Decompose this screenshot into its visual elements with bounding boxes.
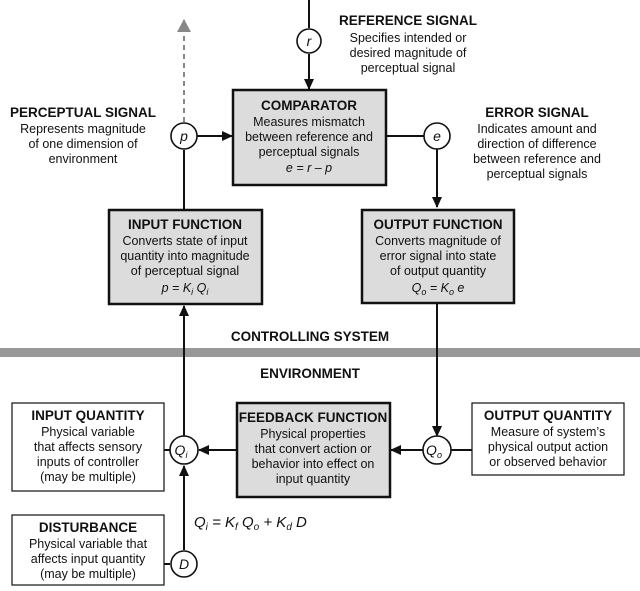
disturbance-line: affects input quantity <box>31 552 146 566</box>
node-qo-sub: o <box>437 450 442 460</box>
input-function-line: Converts state of input <box>122 234 248 248</box>
node-p: p <box>170 122 198 150</box>
error-signal-line: direction of difference <box>477 137 596 151</box>
input-function-box: INPUT FUNCTION Converts state of input q… <box>107 208 264 306</box>
disturbance-title: DISTURBANCE <box>39 520 137 535</box>
node-qo: Qo <box>422 435 452 465</box>
node-e-label: e <box>433 128 441 144</box>
input-function-formula: p = Ki Qi <box>161 281 210 297</box>
input-quantity-line: that affects sensory <box>34 440 143 454</box>
output-quantity-line: Measure of system’s <box>491 425 605 439</box>
input-quantity-callout: INPUT QUANTITY Physical variable that af… <box>11 402 165 492</box>
output-quantity-callout: OUTPUT QUANTITY Measure of system’s phys… <box>471 402 625 476</box>
controlling-system-label: CONTROLLING SYSTEM <box>231 329 389 344</box>
comparator-line: Measures mismatch <box>253 115 365 129</box>
input-function-title: INPUT FUNCTION <box>128 217 242 232</box>
node-qo-label: Q <box>426 442 437 458</box>
svg-text:Qi: Qi <box>175 442 189 460</box>
output-function-line: of output quantity <box>390 264 487 278</box>
disturbance-line: (may be multiple) <box>40 567 136 581</box>
error-signal-block: ERROR SIGNAL Indicates amount and direct… <box>473 105 601 181</box>
perceptual-signal-title: PERCEPTUAL SIGNAL <box>10 105 156 120</box>
output-quantity-line: or observed behavior <box>489 455 606 469</box>
output-function-formula: Qo = Ko e <box>412 281 465 297</box>
node-qi-sub: i <box>185 450 188 460</box>
environment-label: ENVIRONMENT <box>260 366 361 381</box>
input-quantity-line: inputs of controller <box>37 455 139 469</box>
disturbance-callout: DISTURBANCE Physical variable that affec… <box>11 514 165 586</box>
disturbance-line: Physical variable that <box>29 537 148 551</box>
output-quantity-title: OUTPUT QUANTITY <box>484 408 612 423</box>
output-function-box: OUTPUT FUNCTION Converts magnitude of er… <box>360 208 516 305</box>
comparator-title: COMPARATOR <box>261 98 357 113</box>
node-qi: Qi <box>169 435 199 465</box>
feedback-function-line: that convert action or <box>255 442 372 456</box>
input-function-line: of perceptual signal <box>131 264 239 278</box>
feedback-function-line: Physical properties <box>260 427 366 441</box>
feedback-function-line: behavior into effect on <box>252 457 375 471</box>
error-signal-line: between reference and <box>473 152 601 166</box>
comparator-formula: e = r – p <box>286 161 332 175</box>
perceptual-signal-block: PERCEPTUAL SIGNAL Represents magnitude o… <box>10 105 156 166</box>
output-function-line: Converts magnitude of <box>375 234 501 248</box>
reference-signal-block: REFERENCE SIGNAL Specifies intended or d… <box>339 13 477 75</box>
node-qi-label: Q <box>175 442 186 458</box>
comparator-box: COMPARATOR Measures mismatch between ref… <box>231 88 388 187</box>
environment-equation: Qi = Kf Qo + Kd D <box>194 514 307 533</box>
comparator-line: between reference and <box>245 130 373 144</box>
system-environment-divider <box>0 348 640 357</box>
node-r-label: r <box>307 33 313 49</box>
signal-connectors <box>164 0 472 565</box>
comparator-line: perceptual signals <box>259 145 360 159</box>
output-quantity-line: physical output action <box>488 440 608 454</box>
svg-text:Qo: Qo <box>426 442 442 460</box>
node-d: D <box>170 550 198 578</box>
output-function-line: error signal into state <box>380 249 497 263</box>
input-quantity-line: (may be multiple) <box>40 470 136 484</box>
perceptual-signal-line: of one dimension of <box>28 137 138 151</box>
feedback-function-title: FEEDBACK FUNCTION <box>239 410 388 425</box>
error-signal-title: ERROR SIGNAL <box>485 105 589 120</box>
reference-signal-line: Specifies intended or <box>350 31 467 45</box>
error-signal-line: Indicates amount and <box>477 122 597 136</box>
reference-signal-title: REFERENCE SIGNAL <box>339 13 477 28</box>
error-signal-line: perceptual signals <box>487 167 588 181</box>
input-quantity-line: Physical variable <box>41 425 135 439</box>
input-function-line: quantity into magnitude <box>120 249 249 263</box>
perceptual-signal-line: Represents magnitude <box>20 122 146 136</box>
node-r: r <box>296 28 322 54</box>
perceptual-signal-line: environment <box>49 152 118 166</box>
reference-signal-line: desired magnitude of <box>350 46 467 60</box>
feedback-function-line: input quantity <box>276 472 351 486</box>
input-quantity-title: INPUT QUANTITY <box>31 408 144 423</box>
reference-signal-line: perceptual signal <box>361 61 456 75</box>
node-e: e <box>423 122 451 150</box>
output-function-title: OUTPUT FUNCTION <box>374 217 503 232</box>
node-p-label: p <box>179 128 188 144</box>
feedback-function-box: FEEDBACK FUNCTION Physical properties th… <box>235 401 392 499</box>
node-d-label: D <box>179 556 189 572</box>
